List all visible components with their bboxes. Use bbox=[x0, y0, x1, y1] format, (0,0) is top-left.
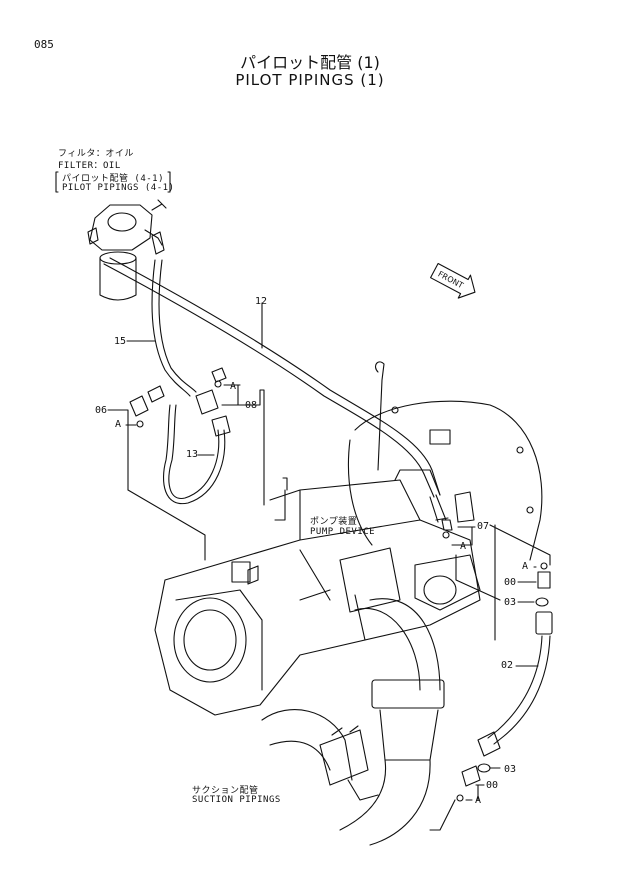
suction-elbow-pipe bbox=[339, 598, 445, 846]
callout-a-06: A bbox=[115, 419, 122, 430]
callout-02: 02 bbox=[501, 660, 514, 671]
pilot-ref-label-en: PILOT PIPINGS (4-1) bbox=[62, 183, 175, 193]
callout-13: 13 bbox=[186, 449, 199, 460]
reference-bracket-right bbox=[167, 171, 171, 193]
callout-03-upper: 03 bbox=[504, 597, 517, 608]
callout-a-00: A bbox=[522, 561, 529, 572]
fitting-00-upper bbox=[537, 562, 551, 589]
callout-12: 12 bbox=[255, 296, 268, 307]
front-arrow: FRONT bbox=[430, 262, 476, 299]
reference-line-lower bbox=[429, 799, 456, 831]
pump-device bbox=[154, 469, 481, 716]
front-arrow-label: FRONT bbox=[436, 269, 464, 290]
pilot-ref-label-jp: パイロット配管 (4-1) bbox=[62, 174, 165, 184]
callout-00-upper: 00 bbox=[504, 577, 517, 588]
page-title-jp: パイロット配管 (1) bbox=[240, 53, 380, 72]
leader-06 bbox=[107, 409, 137, 491]
elbow-fitting-06 bbox=[129, 385, 165, 428]
dipstick bbox=[375, 361, 385, 471]
leader-08 bbox=[221, 384, 243, 406]
flywheel-housing bbox=[347, 400, 543, 561]
callout-a-07: A bbox=[460, 541, 467, 552]
tee-fitting-08 bbox=[195, 367, 227, 415]
leader-00-lower bbox=[465, 784, 485, 801]
reference-line-06 bbox=[127, 489, 206, 561]
callout-06: 06 bbox=[95, 405, 108, 416]
fitting-00-lower bbox=[456, 765, 481, 802]
leader-00-upper bbox=[517, 566, 537, 583]
suction-hose bbox=[261, 709, 379, 801]
pipe-02 bbox=[477, 611, 553, 757]
pump-label-jp: ポンプ装置 bbox=[310, 517, 358, 527]
regulator-valve bbox=[414, 491, 481, 611]
filter-label-en: FILTER：OIL bbox=[58, 161, 121, 171]
pump-label-en: PUMP DEVICE bbox=[310, 527, 376, 537]
pipe-13 bbox=[163, 404, 231, 505]
suction-label-en: SUCTION PIPINGS bbox=[192, 795, 281, 805]
pipe-12 bbox=[103, 257, 449, 523]
filter-label-jp: フィルタ：オイル bbox=[58, 149, 134, 159]
reference-line-08 bbox=[237, 389, 265, 506]
callout-03-lower: 03 bbox=[504, 764, 517, 775]
callout-07: 07 bbox=[477, 521, 490, 532]
page-title-en: PILOT PIPINGS (1) bbox=[235, 71, 385, 89]
reference-bracket-right-side bbox=[489, 524, 551, 641]
oil-filter bbox=[87, 199, 167, 301]
pipe-15 bbox=[151, 231, 197, 397]
fitting-03-lower bbox=[477, 763, 491, 773]
callout-00-lower: 00 bbox=[486, 780, 499, 791]
reference-bracket-left bbox=[55, 171, 59, 193]
fitting-03-upper bbox=[535, 597, 549, 607]
leader-07 bbox=[451, 526, 476, 546]
reference-line-07 bbox=[455, 554, 501, 601]
callout-a-08: A bbox=[230, 381, 237, 392]
page-number: 085 bbox=[34, 38, 54, 51]
suction-label-jp: サクション配管 bbox=[192, 786, 259, 796]
callout-15: 15 bbox=[114, 336, 127, 347]
